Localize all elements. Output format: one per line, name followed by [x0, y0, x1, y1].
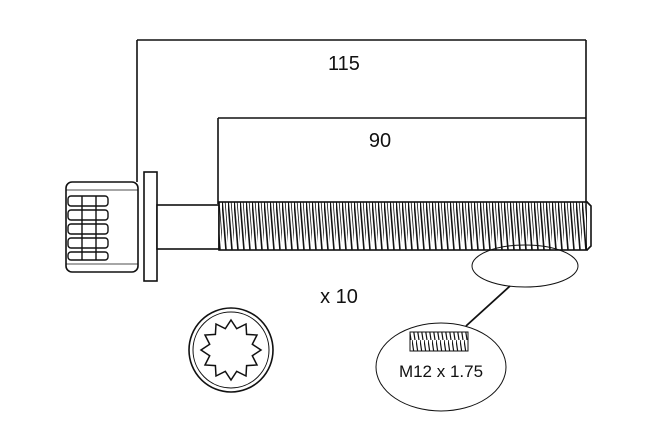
spline-star	[199, 318, 263, 382]
thread-detail-bubble	[375, 322, 507, 412]
bolt-flange	[143, 171, 158, 282]
bolt-thread	[218, 201, 588, 251]
quantity-label: x 10	[320, 286, 358, 308]
head-spline-teeth	[67, 195, 109, 261]
thread-detail-marker	[471, 244, 579, 288]
thread-length-label: 90	[369, 130, 391, 152]
twelve-point-spline-drive-icon	[188, 307, 274, 393]
thread-length-dimension	[217, 117, 586, 204]
bolt-thread-tip	[586, 201, 592, 251]
overall-length-label: 115	[328, 53, 360, 75]
thread-detail-sample	[409, 331, 469, 352]
bolt-shank	[156, 204, 220, 250]
bolt-head	[65, 181, 139, 273]
thread-spec-label: M12 x 1.75	[399, 362, 483, 381]
overall-length-dimension	[136, 39, 587, 205]
detail-leader-line	[465, 285, 511, 327]
